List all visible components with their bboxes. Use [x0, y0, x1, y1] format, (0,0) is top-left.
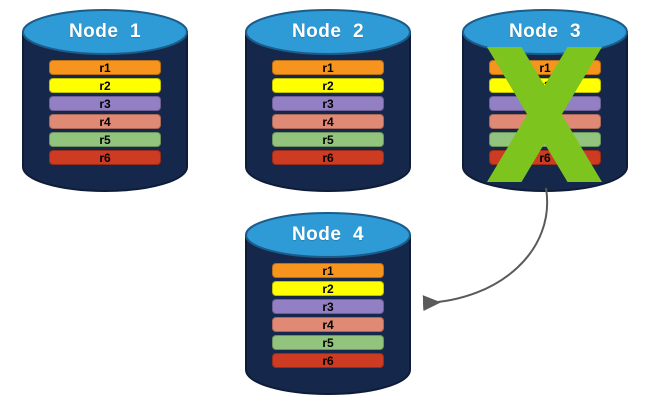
row-bar-r3: r3	[272, 299, 384, 314]
row-bar-r2: r2	[489, 78, 601, 93]
row-bar-r1: r1	[49, 60, 161, 75]
row-bar-r3: r3	[272, 96, 384, 111]
row-bar-r4: r4	[489, 114, 601, 129]
row-bar-r6: r6	[489, 150, 601, 165]
row-bar-r2: r2	[272, 281, 384, 296]
row-bar-r3: r3	[49, 96, 161, 111]
row-bar-r3: r3	[489, 96, 601, 111]
row-bar-r6: r6	[272, 150, 384, 165]
row-bar-r4: r4	[272, 317, 384, 332]
row-bar-r1: r1	[272, 263, 384, 278]
row-bar-r5: r5	[49, 132, 161, 147]
row-bar-r5: r5	[489, 132, 601, 147]
row-bar-r1: r1	[489, 60, 601, 75]
row-list: r1 r2 r3 r4 r5 r6	[20, 60, 190, 168]
row-bar-r6: r6	[49, 150, 161, 165]
row-bar-r2: r2	[272, 78, 384, 93]
row-list: r1 r2 r3 r4 r5 r6	[243, 263, 413, 371]
row-bar-r6: r6	[272, 353, 384, 368]
row-bar-r2: r2	[49, 78, 161, 93]
row-bar-r4: r4	[272, 114, 384, 129]
row-bar-r5: r5	[272, 335, 384, 350]
row-bar-r4: r4	[49, 114, 161, 129]
row-bar-r5: r5	[272, 132, 384, 147]
row-bar-r1: r1	[272, 60, 384, 75]
row-list: r1 r2 r3 r4 r5 r6	[243, 60, 413, 168]
row-list: r1 r2 r3 r4 r5 r6	[460, 60, 630, 168]
